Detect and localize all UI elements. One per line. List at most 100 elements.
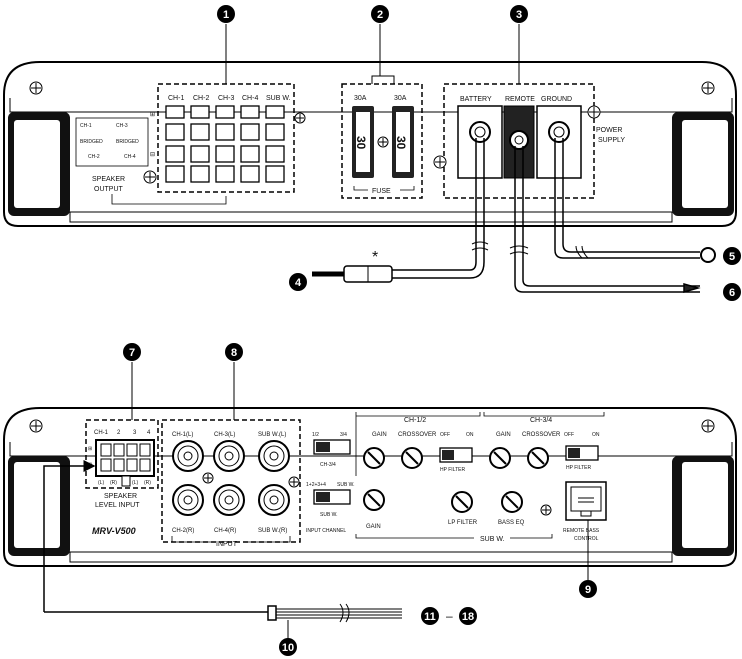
speaker-channel-labels: CH-1 CH-2 CH-3 CH-4 SUB W.	[168, 95, 291, 102]
asterisk-mark: *	[372, 249, 378, 266]
bridge-label: CH-3	[116, 123, 128, 129]
hp-filter-switch-ch34	[565, 445, 599, 461]
fuse-label: FUSE	[372, 188, 391, 195]
switch-label: CH-3/4	[320, 462, 336, 468]
power-supply-label: SUPPLY	[598, 137, 625, 144]
bridge-label: CH-4	[124, 154, 136, 160]
bridge-label: CH-2	[88, 154, 100, 160]
wire-harness-icon	[267, 603, 402, 623]
model-name: MRV-V500	[92, 526, 136, 536]
rca-label: CH-4(R)	[214, 528, 236, 534]
ch34-label: CH-3/4	[530, 417, 552, 424]
speaker-level-input-label: SPEAKER	[104, 493, 137, 500]
svg-text:6: 6	[729, 287, 735, 299]
lp-filter-knob	[451, 491, 473, 513]
svg-text:9: 9	[585, 584, 591, 596]
gain-knob-ch12	[363, 447, 385, 469]
fuse-amp-label: 30A	[354, 95, 367, 102]
fuse-amp-label: 30A	[394, 95, 407, 102]
crossover-label: CROSSOVER	[522, 432, 561, 438]
channel-label: CH-4	[242, 95, 258, 102]
minus-sign: ⊟	[150, 152, 155, 158]
remote-wire	[509, 146, 701, 293]
power-terminal-label: GROUND	[541, 96, 572, 103]
rca-label: CH-3(L)	[214, 432, 235, 438]
speaker-terminal-grid	[165, 105, 285, 183]
rca-jack-icon	[213, 484, 245, 516]
bridge-label: CH-1	[80, 123, 92, 129]
level-channel-label: 3	[133, 430, 137, 436]
svg-text:5: 5	[729, 251, 735, 263]
channel-label: CH-2	[193, 95, 209, 102]
svg-text:11: 11	[424, 611, 436, 623]
callout-9: 9	[579, 520, 597, 598]
input-label: INPUT	[216, 541, 238, 548]
rca-label: SUB W.(R)	[258, 528, 287, 534]
top-amplifier-panel: CH-1 CH-2 CH-3 CH-4 SUB W. ⊞ ⊟ CH-1 CH-3…	[3, 61, 737, 293]
callout-7: 7	[123, 343, 141, 420]
crossover-knob-ch34	[527, 447, 549, 469]
svg-text:7: 7	[129, 347, 135, 359]
callout-3: 3	[510, 5, 528, 84]
lr-label: (L)	[132, 480, 138, 486]
speaker-level-connector-icon	[95, 439, 155, 477]
plus-sign: ⊞	[150, 112, 155, 118]
svg-text:10: 10	[282, 642, 294, 654]
rca-label: CH-2(R)	[172, 528, 194, 534]
minus-sign: ⊟	[88, 462, 92, 468]
hp-filter-switch-ch12	[439, 447, 473, 463]
plus-sign: ⊞	[88, 446, 92, 452]
fuse-icon: 30	[352, 106, 374, 178]
callout-2: 2	[371, 5, 389, 76]
svg-text:30: 30	[394, 136, 408, 150]
channel-label: CH-3	[218, 95, 234, 102]
remote-bass-control-port	[565, 481, 607, 521]
rca-jack-icon	[258, 484, 290, 516]
speaker-level-input-label: LEVEL INPUT	[95, 502, 140, 509]
lr-label: (L)	[98, 480, 104, 486]
svg-text:2: 2	[377, 9, 383, 21]
switch-label: SUB W.	[337, 482, 355, 488]
rca-jack-icon	[172, 484, 204, 516]
bass-eq-knob	[501, 491, 523, 513]
on-label: ON	[592, 432, 600, 438]
power-terminal-label: REMOTE	[505, 96, 535, 103]
svg-text:1: 1	[223, 9, 229, 21]
crossover-knob-ch12	[401, 447, 423, 469]
gain-label: GAIN	[496, 432, 511, 438]
harness-arrow	[43, 460, 268, 613]
sub-w-group-label: SUB W.	[480, 536, 505, 543]
channel-label: SUB W.	[266, 95, 291, 102]
ch12-label: CH-1/2	[404, 417, 426, 424]
subw-input-switch	[313, 489, 351, 505]
on-label: ON	[466, 432, 474, 438]
gain-label: GAIN	[372, 432, 387, 438]
level-channel-label: 4	[147, 430, 151, 436]
bass-eq-label: BASS EQ	[498, 520, 525, 526]
remote-bass-control-label: REMOTE BASS	[563, 528, 600, 534]
level-channel-label: CH-1	[94, 430, 109, 436]
bridge-label: BRIDGED	[116, 139, 139, 145]
bottom-amplifier-panel: CH-1 2 3 4 ⊞ ⊟ (L) (R) (L) (R) SPEAKER L…	[3, 407, 737, 567]
svg-text:4: 4	[295, 277, 302, 289]
callout-11: 11	[421, 607, 439, 625]
rca-jack-icon	[172, 440, 204, 472]
svg-text:8: 8	[231, 347, 237, 359]
power-terminal-label: BATTERY	[460, 96, 492, 103]
rca-jack-icon	[258, 440, 290, 472]
off-label: OFF	[564, 432, 574, 438]
rca-label: SUB W.(L)	[258, 432, 286, 438]
battery-wire	[312, 138, 489, 283]
input-channel-label: INPUT CHANNEL	[306, 528, 346, 534]
fuse-icon: 30	[392, 106, 414, 178]
switch-label: 1+2+3+4	[306, 482, 326, 488]
callout-range-dash: –	[446, 609, 453, 623]
svg-text:3: 3	[516, 9, 522, 21]
callout-1: 1	[217, 5, 235, 84]
hp-filter-label: HP FILTER	[566, 465, 591, 471]
svg-text:18: 18	[462, 611, 474, 623]
lp-filter-label: LP FILTER	[448, 520, 478, 526]
callout-5: 5	[723, 247, 741, 265]
ch34-input-switch	[313, 439, 351, 455]
